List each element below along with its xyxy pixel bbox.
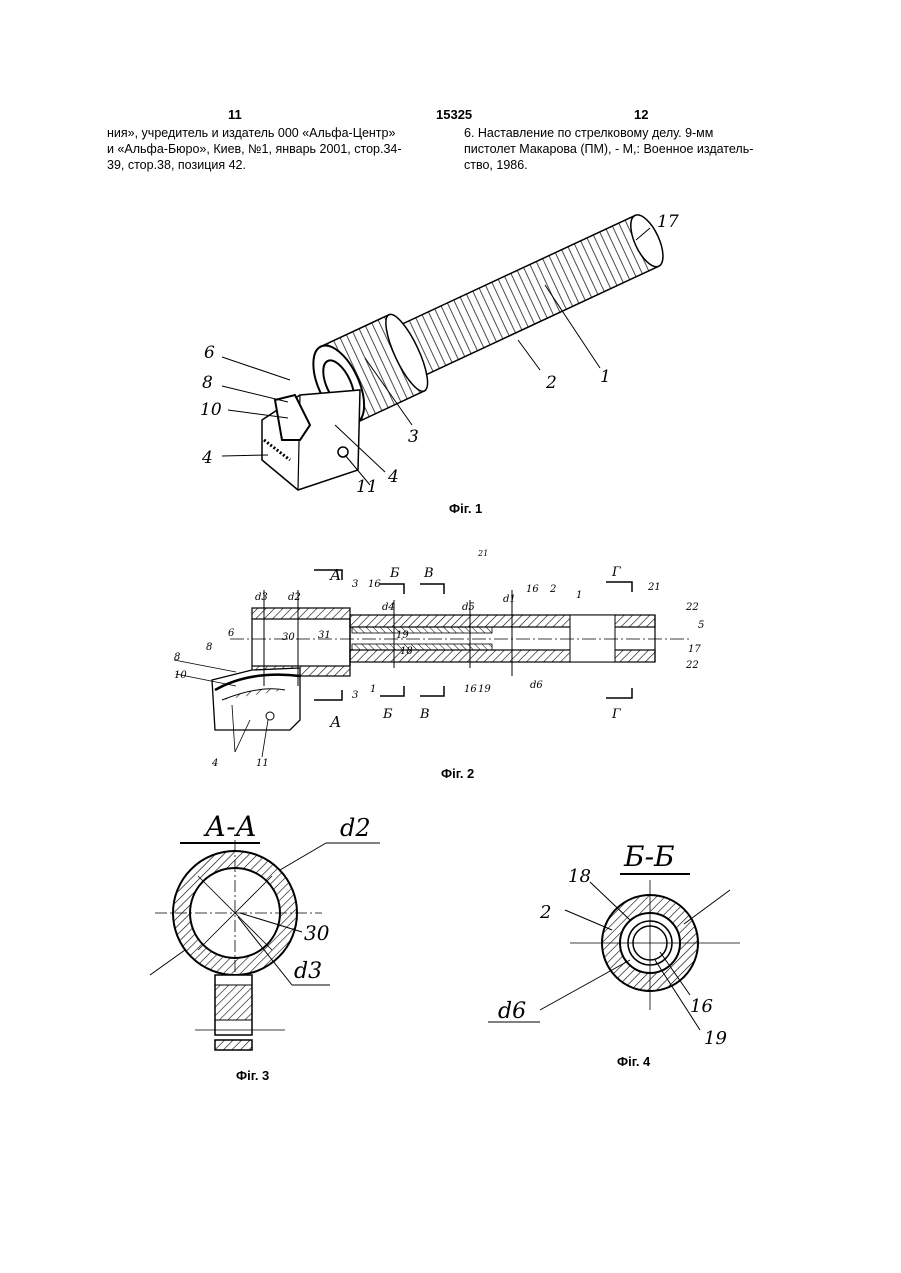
fig3-label: 30: [304, 921, 330, 945]
fig2-label: 19: [478, 684, 491, 695]
fig4-label: d6: [498, 999, 526, 1024]
section-mark: В: [423, 566, 434, 581]
fig1-label: 17: [657, 212, 679, 232]
fig2-label: 6: [228, 628, 235, 639]
fig2-label: 22: [685, 602, 699, 613]
fig2-label: 3: [352, 579, 358, 590]
fig1-label: 3: [408, 427, 419, 447]
section-mark: В: [419, 707, 430, 722]
section-mark: Б: [389, 566, 400, 581]
fig2-label: 21: [647, 582, 661, 593]
fig2-label: 16: [368, 579, 381, 590]
fig2-label: d5: [462, 602, 475, 613]
section-mark: А: [329, 713, 341, 731]
fig1-label: 1: [600, 367, 611, 387]
section-mark: Г: [611, 707, 621, 722]
fig2-label: 31: [318, 630, 331, 641]
section-title-a-a: А-А: [203, 810, 257, 843]
fig2-label: 18: [400, 646, 413, 657]
fig1-label: 2: [545, 373, 557, 393]
figure-2-caption: Фіг. 2: [441, 766, 474, 781]
fig2-label: 8: [174, 652, 180, 663]
fig4-label: 2: [539, 902, 551, 923]
fig1-label: 10: [200, 400, 222, 420]
fig2-label: 3: [352, 690, 358, 701]
fig1-label: 11: [356, 477, 378, 497]
fig2-label: 1: [576, 590, 582, 601]
fig2-label: 4: [211, 758, 218, 769]
fig4-label: 19: [704, 1028, 727, 1049]
figure-3: [150, 840, 380, 1050]
fig1-label: 4: [201, 448, 213, 468]
fig2-label: 22: [685, 660, 699, 671]
section-mark: Б: [382, 707, 393, 722]
fig2-label: 16: [464, 684, 477, 695]
fig1-label: 4: [387, 467, 399, 487]
fig2-label: 2: [549, 584, 556, 595]
section-mark: Г: [611, 565, 621, 580]
fig2-label: d1: [503, 594, 516, 605]
fig3-label: d2: [340, 814, 371, 842]
fig2-label: 8: [206, 642, 212, 653]
figure-1: [222, 198, 676, 490]
fig2-label: 21: [477, 549, 488, 558]
fig4-label: 18: [568, 866, 591, 887]
fig2-label: 5: [698, 620, 704, 631]
fig2-label: 17: [688, 644, 701, 655]
fig2-label: 30: [282, 632, 295, 643]
figure-2: [174, 570, 690, 757]
fig1-label: 8: [202, 373, 213, 393]
fig2-label: d6: [530, 680, 543, 691]
section-mark: А: [329, 566, 341, 584]
fig2-label: d2: [288, 592, 301, 603]
figure-3-caption: Фіг. 3: [236, 1068, 269, 1083]
figure-1-caption: Фіг. 1: [449, 501, 482, 516]
fig3-label: d3: [294, 959, 322, 984]
fig2-label: 10: [174, 670, 187, 681]
fig2-label: 1: [370, 684, 376, 695]
fig2-label: 11: [256, 758, 269, 769]
section-title-b-b: Б-Б: [623, 840, 675, 873]
fig4-label: 16: [690, 996, 713, 1017]
fig2-label: d4: [382, 602, 395, 613]
fig2-label: d3: [255, 592, 268, 603]
fig2-label: 19: [396, 630, 409, 641]
figure-4-caption: Фіг. 4: [617, 1054, 650, 1069]
fig2-label: 16: [526, 584, 539, 595]
fig1-label: 6: [204, 343, 215, 363]
